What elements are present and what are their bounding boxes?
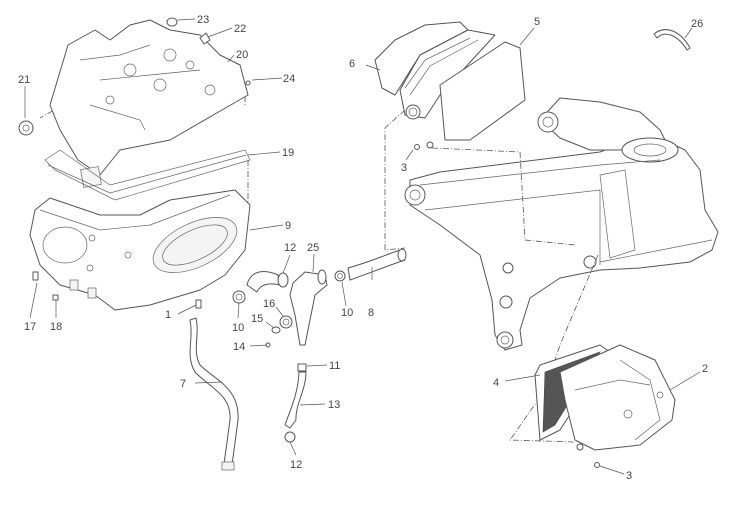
- clip-17: [32, 271, 39, 281]
- callout-labels: 23 22 20 24 21 19 9 17 18 1 10 12 25 10 …: [18, 14, 708, 482]
- callout-10-right: 10: [341, 307, 353, 319]
- callout-4: 4: [493, 377, 499, 389]
- callout-25: 25: [307, 242, 319, 254]
- callout-11: 12: [284, 242, 296, 254]
- callout-26: 26: [691, 18, 703, 30]
- callout-17: 17: [24, 321, 36, 333]
- callout-23: 23: [197, 14, 209, 26]
- callout-9: 8: [368, 307, 374, 319]
- small-parts: [18, 17, 691, 301]
- callout-10-left: 10: [232, 322, 244, 334]
- callout-7: 9: [285, 220, 291, 232]
- callout-5: 5: [534, 16, 540, 28]
- callout-20: 20: [236, 49, 248, 61]
- callout-24: 24: [283, 73, 295, 85]
- callout-21: 21: [18, 74, 30, 86]
- airbox-lower: [29, 189, 251, 311]
- callout-3-lower: 3: [626, 470, 632, 482]
- airbox-cover: [49, 19, 249, 188]
- hoses: [189, 248, 407, 471]
- callout-18: 18: [50, 321, 62, 333]
- callout-13: 13: [328, 399, 340, 411]
- frame: [404, 97, 719, 351]
- clip-22: [199, 32, 211, 45]
- screw-24: [245, 80, 251, 86]
- callout-6: 6: [349, 58, 355, 70]
- seal-26: [653, 29, 691, 51]
- callout-14: 14: [233, 341, 245, 353]
- callout-12-lower: 12: [290, 459, 302, 471]
- callout-15: 15: [251, 313, 263, 325]
- callout-3-upper: 3: [401, 162, 407, 174]
- intake-box-upper: [374, 21, 526, 150]
- clip-18: [52, 294, 59, 301]
- callout-1: 1: [165, 309, 171, 321]
- cover-gasket: [44, 149, 251, 201]
- callout-8: 7: [180, 378, 186, 390]
- callout-16: 16: [263, 298, 275, 310]
- leader-lines: [24, 18, 701, 475]
- grommet-21: [18, 120, 34, 136]
- callout-19: 19: [282, 147, 294, 159]
- callout-22: 22: [234, 23, 246, 35]
- callout-2: 2: [702, 363, 708, 375]
- intake-box-lower: [534, 344, 676, 468]
- nut-23: [166, 17, 178, 27]
- callout-12-upper: 11: [329, 360, 340, 372]
